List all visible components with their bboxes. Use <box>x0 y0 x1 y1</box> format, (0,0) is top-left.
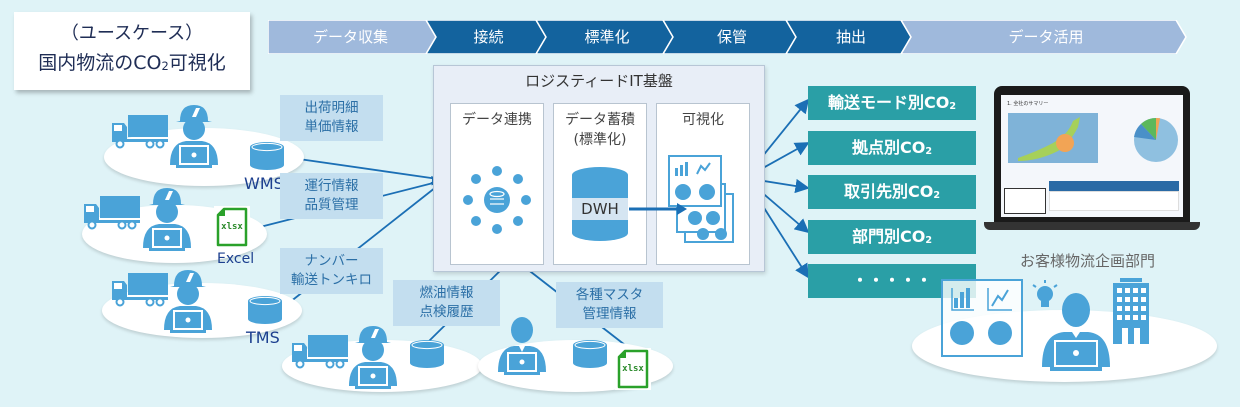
column-data-integration: データ連携 <box>450 103 544 265</box>
usecase-title-box: （ユースケース） 国内物流のCO2可視化 <box>14 12 250 90</box>
customer-dept-label: お客様物流企画部門 <box>1020 252 1156 270</box>
visualization-reports-icon <box>668 155 734 243</box>
step-standardize: 標準化 <box>584 28 630 46</box>
dwh-database-icon <box>572 167 628 241</box>
column-data-storage: データ蓄積 (標準化) DWH <box>553 103 647 265</box>
label-master-info: 各種マスタ 管理情報 <box>556 282 663 328</box>
platform-title: ロジスティードIT基盤 <box>525 72 673 90</box>
step-shape-store <box>662 20 797 54</box>
tms-label: TMS <box>246 328 280 347</box>
analytics-board-icon <box>941 279 1023 357</box>
laptop-screen: 1. 全社のサマリー <box>994 86 1190 222</box>
worker-icon <box>170 105 218 168</box>
truck-icon <box>291 335 349 369</box>
database-icon <box>248 296 282 324</box>
it-platform: ロジスティードIT基盤 データ連携 データ蓄積 (標準化) <box>433 65 765 272</box>
output-more: ・・・・・ <box>808 264 976 298</box>
office-building-icon <box>1113 278 1149 344</box>
dashboard-table <box>1049 191 1179 211</box>
dashboard-screen: 1. 全社のサマリー <box>1001 95 1183 217</box>
data-hub-icon <box>463 166 531 234</box>
dashboard-heading: 1. 全社のサマリー <box>1007 101 1049 107</box>
usecase-title: 国内物流のCO2可視化 <box>38 52 226 75</box>
dashboard-map <box>1008 113 1098 163</box>
truck-icon <box>83 196 141 230</box>
dashboard-table-header <box>1049 181 1179 191</box>
output-by-department: 部門別CO2 <box>808 220 976 254</box>
output-by-site: 拠点別CO2 <box>808 131 976 165</box>
dashboard-thumbnail <box>1004 188 1046 214</box>
step-shape-utilize <box>900 20 1187 54</box>
label-operation-info: 運行情報 品質管理 <box>280 173 383 219</box>
output-by-transport-mode: 輸送モード別CO2 <box>808 86 976 120</box>
line-wms <box>284 156 447 186</box>
dashboard-pie-chart <box>1134 117 1178 162</box>
truck-icon <box>111 115 169 149</box>
lightbulb-icon <box>1032 280 1058 307</box>
wms-label: WMS <box>244 174 284 193</box>
label-number-info: ナンバー 輸送トンキロ <box>280 248 383 294</box>
database-icon <box>573 340 607 368</box>
process-steps-shapes <box>268 20 1187 54</box>
step-connect: 接続 <box>473 28 504 46</box>
xlsx-label: xlsx <box>221 222 243 232</box>
step-store: 保管 <box>716 28 747 46</box>
dwh-label: DWH <box>581 200 619 218</box>
japan-map-icon <box>1018 117 1080 161</box>
person-icon <box>498 317 546 375</box>
database-icon <box>250 142 284 170</box>
worker-icon <box>349 326 397 389</box>
step-shape-extract <box>785 20 912 54</box>
worker-icon <box>143 188 191 251</box>
step-shape-standardize <box>535 20 674 54</box>
database-icon <box>410 340 444 368</box>
dwh-to-visual-arrow <box>629 203 687 215</box>
step-extract: 抽出 <box>835 28 866 46</box>
step-utilize: データ活用 <box>1008 28 1084 46</box>
laptop-base <box>984 222 1200 230</box>
worker-icon <box>164 270 212 333</box>
process-steps: データ収集 接続 標準化 保管 抽出 データ活用 <box>268 20 1188 54</box>
person-icon <box>1042 293 1110 371</box>
excel-label: Excel <box>217 251 255 267</box>
usecase-label: （ユースケース） <box>60 23 204 45</box>
label-fuel-info: 燃油情報 点検履歴 <box>393 280 500 326</box>
column-visualization: 可視化 <box>656 103 750 265</box>
step-collect: データ収集 <box>312 28 388 46</box>
label-shipment-info: 出荷明細 単価情報 <box>280 95 383 141</box>
truck-icon <box>111 273 169 307</box>
output-by-client: 取引先別CO2 <box>808 175 976 209</box>
xlsx-label: xlsx <box>622 364 644 374</box>
step-shape-connect <box>425 20 547 54</box>
